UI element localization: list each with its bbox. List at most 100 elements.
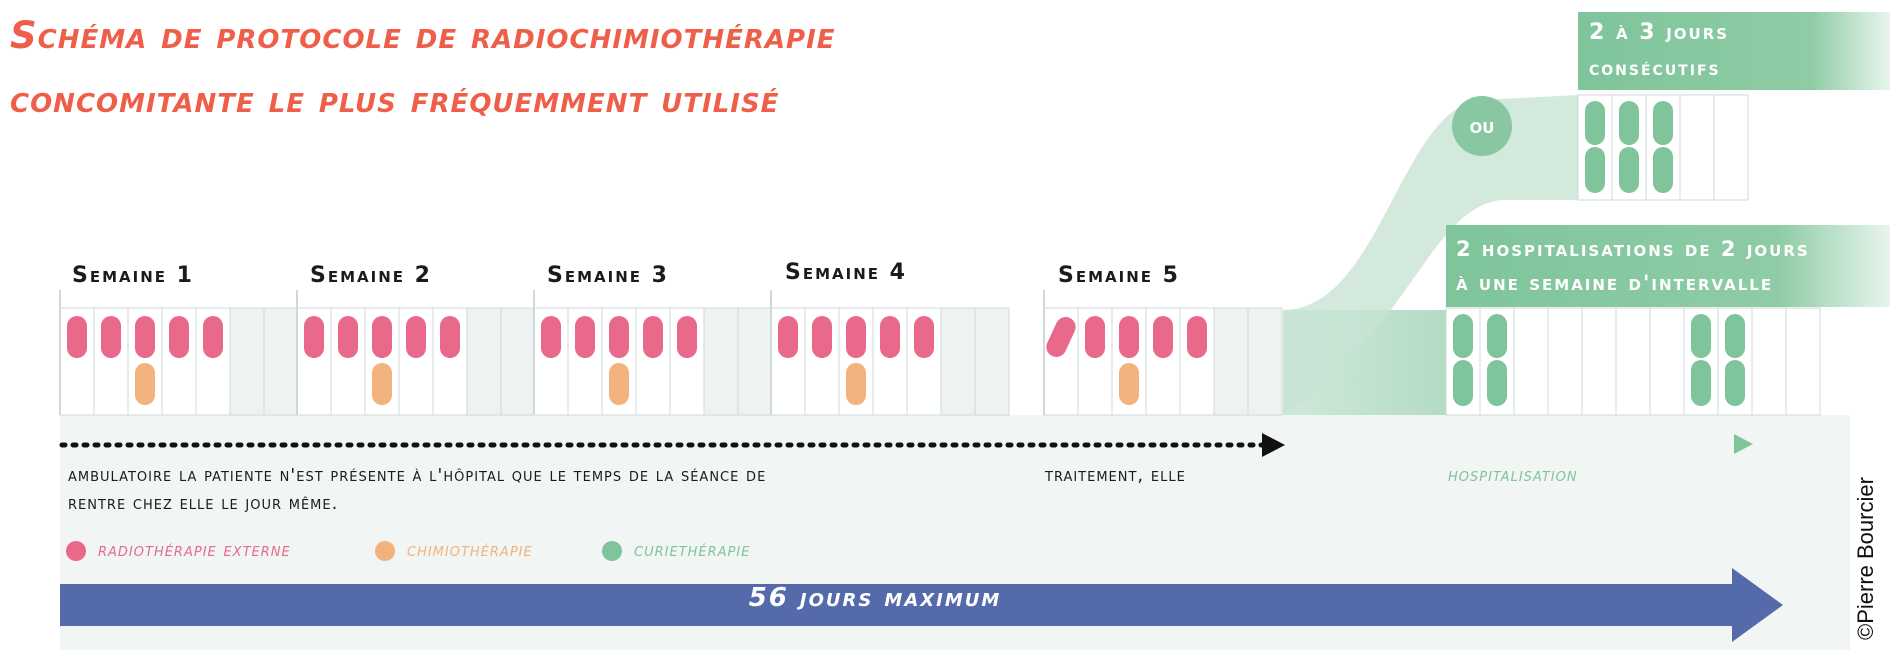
hosp-label-1: 2 hospitalisations de 2 jours (1456, 237, 1810, 261)
radio-session (67, 316, 87, 358)
radio-session (1085, 316, 1105, 358)
day-cell (466, 307, 502, 416)
legend-curie: curiethérapie (602, 540, 750, 561)
radio-session (778, 316, 798, 358)
curie-session (1453, 360, 1473, 406)
chemo-session (609, 363, 629, 405)
duration-arrow (60, 568, 1783, 642)
curie-session (1453, 314, 1473, 358)
curie-session (1619, 101, 1639, 145)
radio-session (338, 316, 358, 358)
legend-chemo: chimiothérapie (375, 540, 533, 561)
radio-session (1187, 316, 1207, 358)
radio-session (169, 316, 189, 358)
hosp-label-2: à une semaine d'intervalle (1456, 271, 1774, 295)
curie-session (1653, 147, 1673, 193)
legend-curie-dot (602, 540, 622, 561)
day-cell (737, 307, 773, 416)
radio-session (846, 316, 866, 358)
title-line-1: Schéma de protocole de radiochimiothérap… (10, 14, 836, 57)
treatment-marks (67, 101, 1745, 406)
legend-radio: radiothérapie externe (66, 540, 291, 561)
day-cell (195, 307, 231, 416)
curie-session (1585, 101, 1605, 145)
radio-session (1153, 316, 1173, 358)
radio-session (1046, 317, 1076, 357)
title-line-2: concomitante le plus fréquemment utilisé (10, 78, 780, 121)
ambulatory-text-2: rentre chez elle le jour même. (68, 493, 339, 514)
ambulatory-arrow-head (1262, 433, 1285, 457)
chemo-session (135, 363, 155, 405)
curie-session (1725, 360, 1745, 406)
hosp-cell (1513, 307, 1549, 416)
legend-radio-dot (66, 540, 86, 561)
consecutive-label-1: 2 à 3 jours (1589, 20, 1730, 45)
radio-session (677, 316, 697, 358)
chemo-session (846, 363, 866, 405)
week-label-4: Semaine 4 (785, 260, 907, 285)
curie-session (1487, 314, 1507, 358)
duration-label: 56 jours maximum (748, 583, 1002, 613)
hosp-cell (1785, 307, 1821, 416)
consecutive-label-2: consécutifs (1589, 56, 1721, 80)
curie-session (1487, 360, 1507, 406)
hosp-cell (1547, 307, 1583, 416)
green-band-upper (1283, 95, 1580, 415)
legend-chemo-label: chimiothérapie (407, 540, 533, 561)
curie-session (1585, 147, 1605, 193)
day-cell (703, 307, 739, 416)
radio-session (914, 316, 934, 358)
credit-text: ©Pierre Bourcier (1853, 477, 1878, 640)
curie-session (1619, 147, 1639, 193)
day-cell (940, 307, 976, 416)
radio-session (643, 316, 663, 358)
radio-session (541, 316, 561, 358)
week-label-1: Semaine 1 (72, 263, 194, 288)
day-cell (229, 307, 265, 416)
legend-radio-label: radiothérapie externe (98, 540, 291, 561)
radio-session (304, 316, 324, 358)
day-cell (1179, 307, 1215, 416)
legend-chemo-dot (375, 540, 395, 561)
hosp-cell (1581, 307, 1617, 416)
radio-session (1119, 316, 1139, 358)
hosp-cell (1649, 307, 1685, 416)
radio-session (575, 316, 595, 358)
hosp-cell (1615, 307, 1651, 416)
chemo-session (1119, 363, 1139, 405)
curie-session (1691, 360, 1711, 406)
week-label-5: Semaine 5 (1058, 263, 1180, 288)
radio-session (440, 316, 460, 358)
chemo-session (372, 363, 392, 405)
day-cell (500, 307, 536, 416)
day-cell (1213, 307, 1249, 416)
day-cell (59, 307, 95, 416)
radio-session (880, 316, 900, 358)
consecutive-cell (1713, 94, 1749, 201)
curie-session (1653, 101, 1673, 145)
week-label-2: Semaine 2 (310, 263, 432, 288)
hospitalisation-text: hospitalisation (1448, 465, 1578, 486)
hosp-cell (1751, 307, 1787, 416)
radio-session (812, 316, 832, 358)
hospitalisation-arrow-head (1734, 434, 1753, 454)
radio-session (101, 316, 121, 358)
hospitalisation-box (1446, 225, 1890, 307)
day-cell (1247, 307, 1283, 416)
day-cell (567, 307, 603, 416)
curie-session (1725, 314, 1745, 358)
day-cell (263, 307, 299, 416)
radio-session (135, 316, 155, 358)
radio-session (203, 316, 223, 358)
radio-session (406, 316, 426, 358)
curie-session (1691, 314, 1711, 358)
day-cell (974, 307, 1010, 416)
or-badge: ou (1452, 96, 1512, 156)
radio-session (609, 316, 629, 358)
treatment-text: traitement, elle (1045, 465, 1186, 486)
radio-session (372, 316, 392, 358)
week-label-3: Semaine 3 (547, 263, 669, 288)
legend-curie-label: curiethérapie (634, 540, 751, 561)
consecutive-cell (1679, 94, 1715, 201)
